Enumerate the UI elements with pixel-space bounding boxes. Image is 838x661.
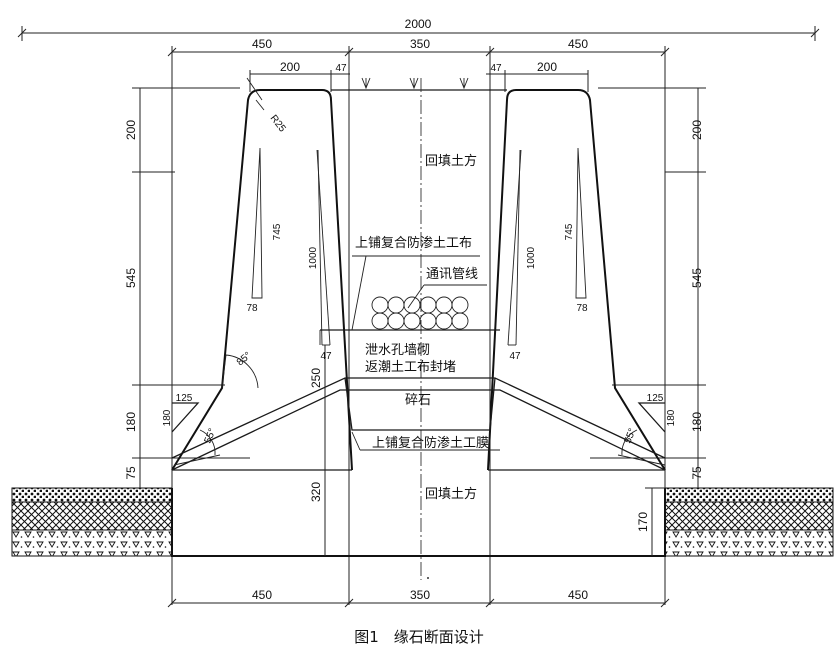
dim-right-47: 47 — [490, 63, 502, 74]
label-membrane: 上铺复合防渗土工膜 — [372, 435, 489, 451]
bottom-dimension-row: 450 350 450 — [167, 588, 670, 608]
dim-right-v-545: 545 — [690, 268, 704, 288]
dim-top-left: 450 — [252, 37, 272, 51]
right-curb-stone — [487, 89, 666, 471]
dim-top-right: 450 — [568, 37, 588, 51]
dim-right-v-200: 200 — [690, 120, 704, 140]
dim-v-320: 320 — [309, 482, 323, 502]
dim-left-v-180: 180 — [124, 412, 138, 432]
dim-right-125: 125 — [647, 393, 664, 404]
right-small-dimension: 170 — [636, 487, 665, 556]
dim-bottom-mid: 350 — [410, 588, 430, 602]
dim-right-745: 745 — [564, 223, 575, 240]
dim-left-v-545: 545 — [124, 268, 138, 288]
right-vertical-dimensions: 200 545 180 75 — [590, 87, 706, 489]
dim-left-78: 78 — [246, 303, 258, 314]
dim-radius: R25 — [268, 113, 288, 135]
label-wicking-seal: 返潮土工布封堵 — [365, 360, 456, 375]
ground-right — [664, 487, 834, 557]
left-curb-stone — [171, 77, 353, 471]
dim-left-47: 47 — [335, 63, 347, 74]
dim-left-125: 125 — [176, 393, 193, 404]
drainage-section — [171, 329, 666, 471]
excavation-outline — [171, 488, 666, 557]
dim-right-v-75: 75 — [690, 466, 704, 480]
dim-bottom-right: 450 — [568, 588, 588, 602]
dim-right-v-180: 180 — [690, 412, 704, 432]
dim-overall: 2000 — [405, 17, 432, 31]
label-gravel: 碎石 — [405, 393, 431, 408]
dim-left-55: 55° — [203, 427, 219, 445]
center-vertical-dimensions: 250 320 — [309, 345, 326, 556]
dim-left-1000: 1000 — [308, 246, 319, 269]
label-backfill-bottom: 回填土方 — [425, 486, 477, 502]
dim-left-200: 200 — [280, 60, 300, 74]
dim-right-47b: 47 — [509, 351, 521, 362]
dim-bottom-left: 450 — [252, 588, 272, 602]
dim-top-mid: 350 — [410, 37, 430, 51]
annotation-leaders — [351, 255, 500, 451]
figure-caption: 图1 缘石断面设计 — [354, 628, 484, 646]
label-conduit: 通讯管线 — [426, 267, 478, 282]
label-geotextile-top: 上铺复合防渗土工布 — [355, 235, 472, 251]
dim-v-170: 170 — [636, 512, 650, 532]
dim-right-78: 78 — [576, 303, 588, 314]
dim-v-250: 250 — [309, 368, 323, 388]
top-dimension-row: 450 350 450 — [167, 37, 670, 605]
dim-left-v-75: 75 — [124, 466, 138, 480]
dim-left-745: 745 — [272, 223, 283, 240]
top-backfill-surface — [331, 77, 507, 91]
dim-right-1000: 1000 — [526, 246, 537, 269]
corner-drains — [171, 402, 666, 456]
dim-left-180s: 180 — [162, 409, 173, 426]
label-backfill-top: 回填土方 — [425, 153, 477, 169]
conduit-bundle — [371, 296, 469, 330]
left-vertical-dimensions: 200 545 180 75 — [124, 87, 250, 489]
dim-left-47b: 47 — [320, 351, 332, 362]
overall-dimension: 2000 — [17, 17, 820, 41]
label-drain-wall: 泄水孔墙砌 — [365, 343, 430, 358]
dim-right-55: 55° — [623, 427, 639, 445]
dim-left-v-200: 200 — [124, 120, 138, 140]
curb-section-drawing: 2000 450 350 450 200 47 47 200 20 — [11, 17, 834, 608]
second-dimension-row: 200 47 47 200 — [249, 60, 589, 92]
ground-left — [11, 487, 173, 557]
dim-angle-85: 85° — [235, 350, 254, 368]
dim-right-200: 200 — [537, 60, 557, 74]
dim-right-180s: 180 — [666, 409, 677, 426]
